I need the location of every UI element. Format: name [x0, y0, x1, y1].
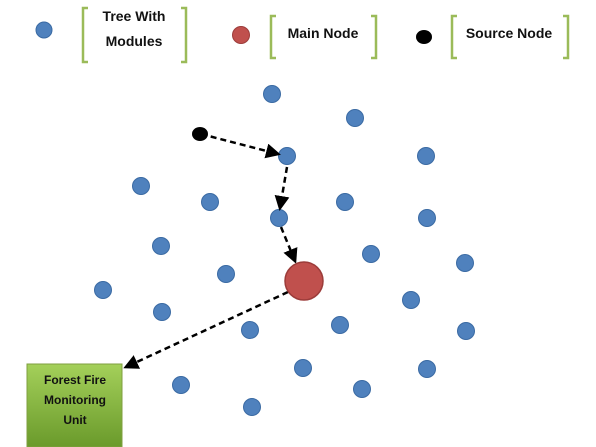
monitoring-unit-box [26, 363, 123, 447]
monitoring-unit: Forest Fire Monitoring Unit [26, 363, 123, 447]
tree-node [241, 321, 259, 339]
legend-source-label: Source Node [466, 25, 553, 41]
monitoring-unit-line2: Monitoring [44, 393, 106, 407]
tree-node [331, 316, 349, 334]
tree-node [217, 265, 235, 283]
legend: Tree With Modules Main Node Source Node [35, 6, 570, 64]
tree-node [402, 291, 420, 309]
tree-node [457, 322, 475, 340]
tree-node [201, 193, 219, 211]
tree-node [362, 245, 380, 263]
tree-nodes [94, 85, 475, 416]
arrow-node-to-node [274, 166, 290, 211]
tree-node [418, 360, 436, 378]
tree-node [270, 209, 288, 227]
legend-source-node [416, 30, 432, 44]
legend-main-label: Main Node [288, 25, 359, 41]
legend-main: Main Node [232, 14, 378, 60]
legend-main-bracket-left [269, 14, 276, 60]
tree-node [346, 109, 364, 127]
legend-main-node [232, 26, 250, 44]
tree-node [132, 177, 150, 195]
main-node [284, 261, 324, 301]
arrow-source-to-node [200, 132, 281, 159]
legend-tree-label-line1: Tree With [103, 8, 166, 24]
arrow-node-to-main [279, 226, 298, 264]
data-path [123, 132, 298, 369]
tree-node [417, 147, 435, 165]
tree-node [263, 85, 281, 103]
arrow-main-to-unit [123, 290, 289, 369]
tree-node [294, 359, 312, 377]
monitoring-unit-line3: Unit [63, 413, 86, 427]
tree-node [456, 254, 474, 272]
legend-tree-bracket-right [181, 6, 188, 64]
legend-tree-bracket-left [81, 6, 88, 64]
tree-node [172, 376, 190, 394]
tree-node [278, 147, 296, 165]
legend-source-bracket-left [450, 14, 457, 60]
tree-node [336, 193, 354, 211]
tree-node [153, 303, 171, 321]
tree-node [353, 380, 371, 398]
source-node [192, 127, 208, 141]
tree-node [418, 209, 436, 227]
legend-main-bracket-right [371, 14, 378, 60]
legend-source: Source Node [416, 14, 570, 60]
legend-tree: Tree With Modules [35, 6, 188, 64]
legend-tree-label-line2: Modules [106, 33, 163, 49]
tree-node [152, 237, 170, 255]
legend-source-bracket-right [563, 14, 570, 60]
tree-node [94, 281, 112, 299]
legend-tree-node [35, 21, 53, 39]
monitoring-unit-line1: Forest Fire [44, 373, 106, 387]
tree-node [243, 398, 261, 416]
